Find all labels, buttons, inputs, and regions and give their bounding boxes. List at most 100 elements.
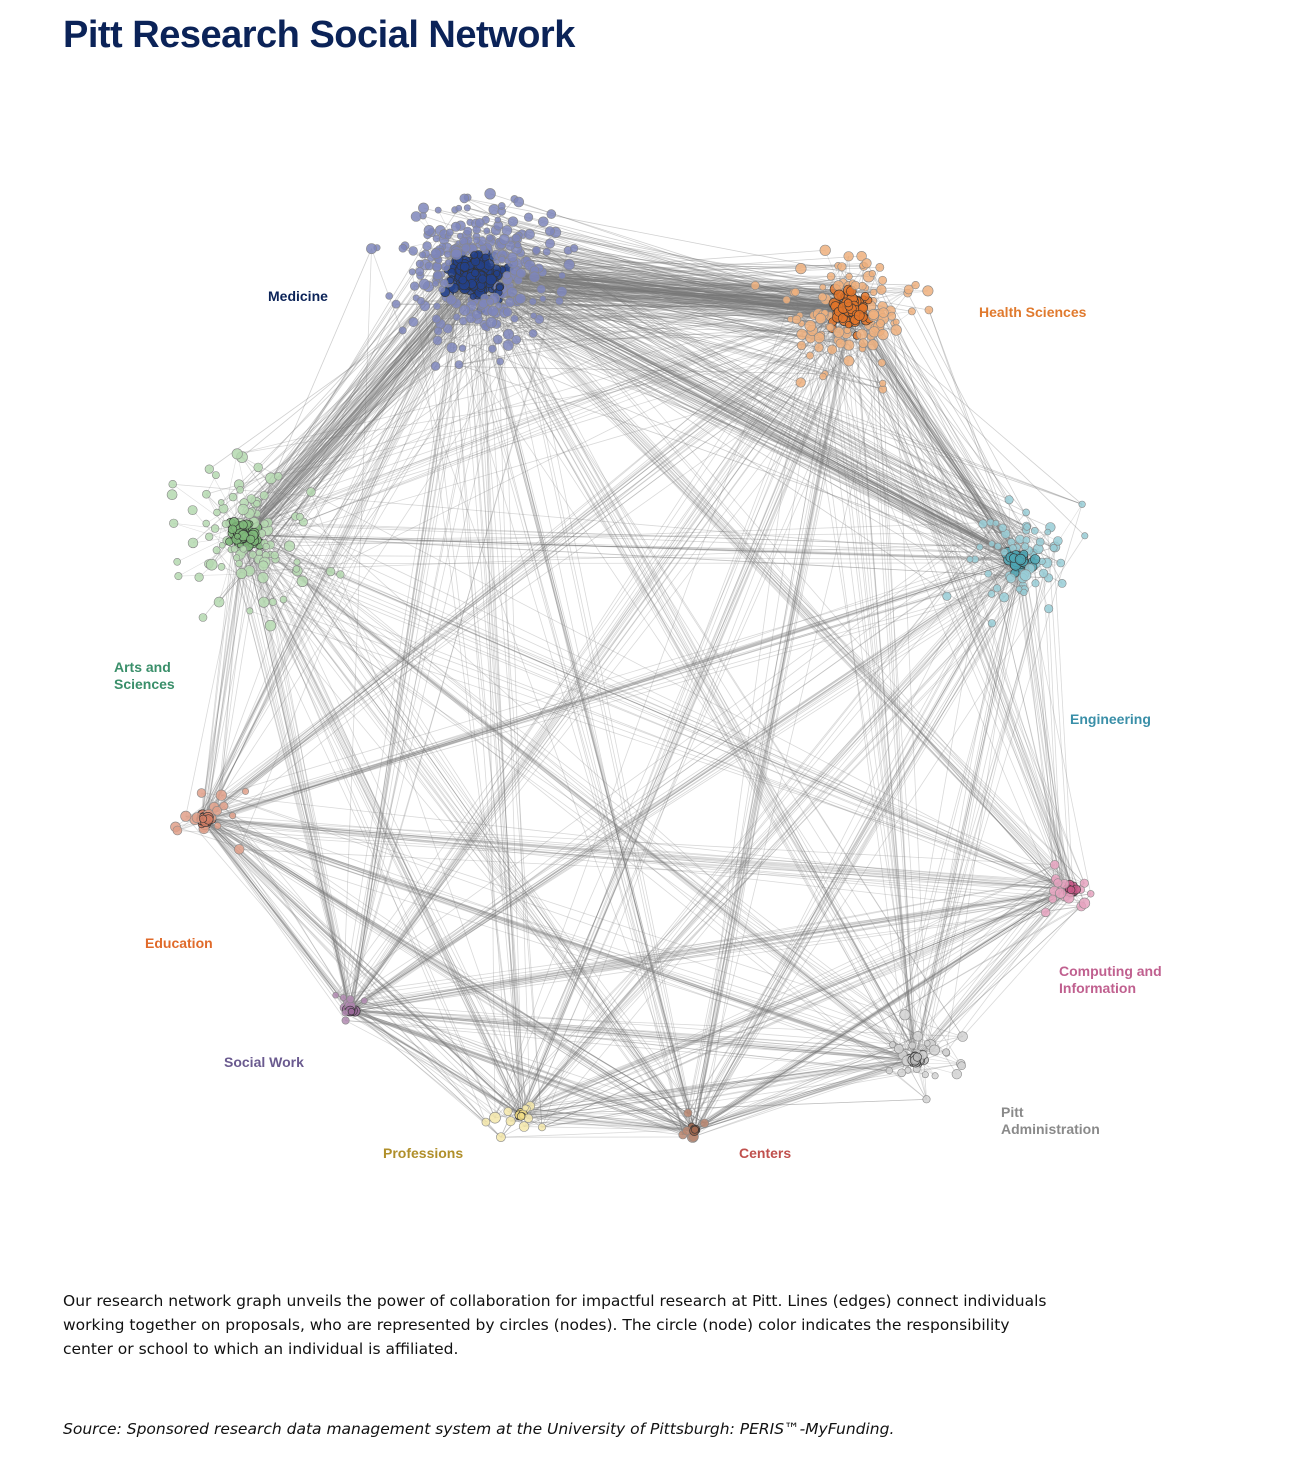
edge: [485, 250, 984, 525]
edge: [524, 1126, 697, 1131]
edge: [795, 292, 918, 1054]
node-medicine: [488, 344, 497, 354]
edge: [1033, 552, 1055, 892]
cluster-label-health: Health Sciences: [979, 304, 1087, 320]
node-medicine: [556, 286, 568, 298]
edge: [346, 316, 874, 1010]
node-socialwork: [360, 997, 368, 1005]
edge: [1017, 558, 1063, 886]
node-medicine: [497, 202, 506, 210]
edge: [237, 279, 492, 537]
description: Our research network graph unveils the p…: [63, 1292, 1047, 1358]
edge: [201, 813, 918, 1064]
edge: [526, 1059, 915, 1110]
edge: [476, 270, 695, 1132]
edge: [474, 273, 1021, 560]
node-medicine: [488, 204, 500, 216]
edge: [244, 534, 1021, 561]
edge: [251, 534, 1049, 579]
edge: [348, 1009, 523, 1116]
edge: [831, 349, 882, 364]
node-health: [826, 323, 835, 332]
edge: [469, 270, 963, 1037]
node-engineering: [988, 540, 996, 548]
node-medicine: [445, 228, 454, 237]
edge: [303, 315, 831, 523]
edge: [252, 538, 916, 1063]
edge: [236, 280, 462, 528]
node-arts: [213, 508, 221, 517]
edge: [901, 546, 1056, 1073]
node-health: [843, 339, 855, 351]
node-medicine: [507, 216, 519, 227]
node-arts: [255, 549, 263, 557]
node-arts: [292, 565, 301, 573]
edge: [869, 319, 1074, 892]
edge: [468, 261, 1024, 568]
edge: [692, 1049, 935, 1138]
edge: [347, 262, 514, 1003]
node-health: [791, 315, 802, 325]
node-arts: [246, 494, 257, 504]
node-socialwork: [341, 1016, 350, 1025]
edge: [310, 491, 528, 1109]
edge: [476, 270, 874, 317]
node-arts: [230, 545, 239, 553]
edge: [335, 263, 867, 996]
edge: [687, 589, 1022, 1114]
edge: [344, 890, 1063, 1009]
edge: [173, 522, 341, 575]
edge: [568, 250, 856, 286]
node-medicine: [545, 226, 555, 237]
edge: [485, 248, 856, 310]
node-health: [837, 262, 847, 272]
edge: [945, 559, 1021, 1053]
edge: [506, 274, 1022, 561]
source-note: Source: Sponsored research data manageme…: [63, 1420, 895, 1438]
edge: [347, 890, 1065, 1003]
edge: [471, 275, 908, 1061]
node-medicine: [493, 270, 501, 277]
edge: [686, 566, 1033, 1132]
node-medicine: [536, 284, 546, 294]
edge: [695, 345, 802, 1129]
node-medicine: [463, 204, 471, 212]
node-medicine: [444, 259, 452, 266]
edge: [354, 558, 1021, 1012]
edge: [267, 522, 1013, 549]
edge: [252, 298, 495, 543]
edge: [502, 288, 1082, 890]
node-centers: [683, 1108, 693, 1118]
edge: [343, 997, 520, 1115]
node-medicine: [422, 241, 432, 251]
edge: [354, 893, 1091, 1012]
edge: [507, 888, 1070, 1112]
edge: [852, 301, 1020, 561]
edge: [204, 229, 478, 820]
edge: [213, 817, 915, 1061]
edge: [467, 207, 884, 313]
node-health: [833, 280, 844, 291]
node-medicine: [423, 224, 435, 236]
edge: [349, 347, 453, 1006]
edge: [704, 890, 1065, 1124]
edge: [241, 305, 426, 458]
edge: [485, 566, 1024, 1123]
edge: [229, 284, 465, 542]
node-health: [843, 298, 853, 308]
edge: [244, 302, 837, 530]
edge: [1016, 547, 1055, 881]
edge: [243, 535, 351, 1011]
edge: [411, 271, 521, 1114]
node-medicine: [442, 323, 453, 334]
node-medicine: [410, 211, 422, 222]
edge: [686, 301, 853, 1132]
edge: [500, 319, 856, 1138]
edge: [525, 261, 1006, 535]
edge: [364, 1000, 695, 1132]
edge: [241, 456, 1069, 890]
edge: [177, 830, 1069, 890]
edge: [479, 258, 1016, 556]
edge: [481, 274, 874, 293]
node-health: [922, 285, 934, 297]
